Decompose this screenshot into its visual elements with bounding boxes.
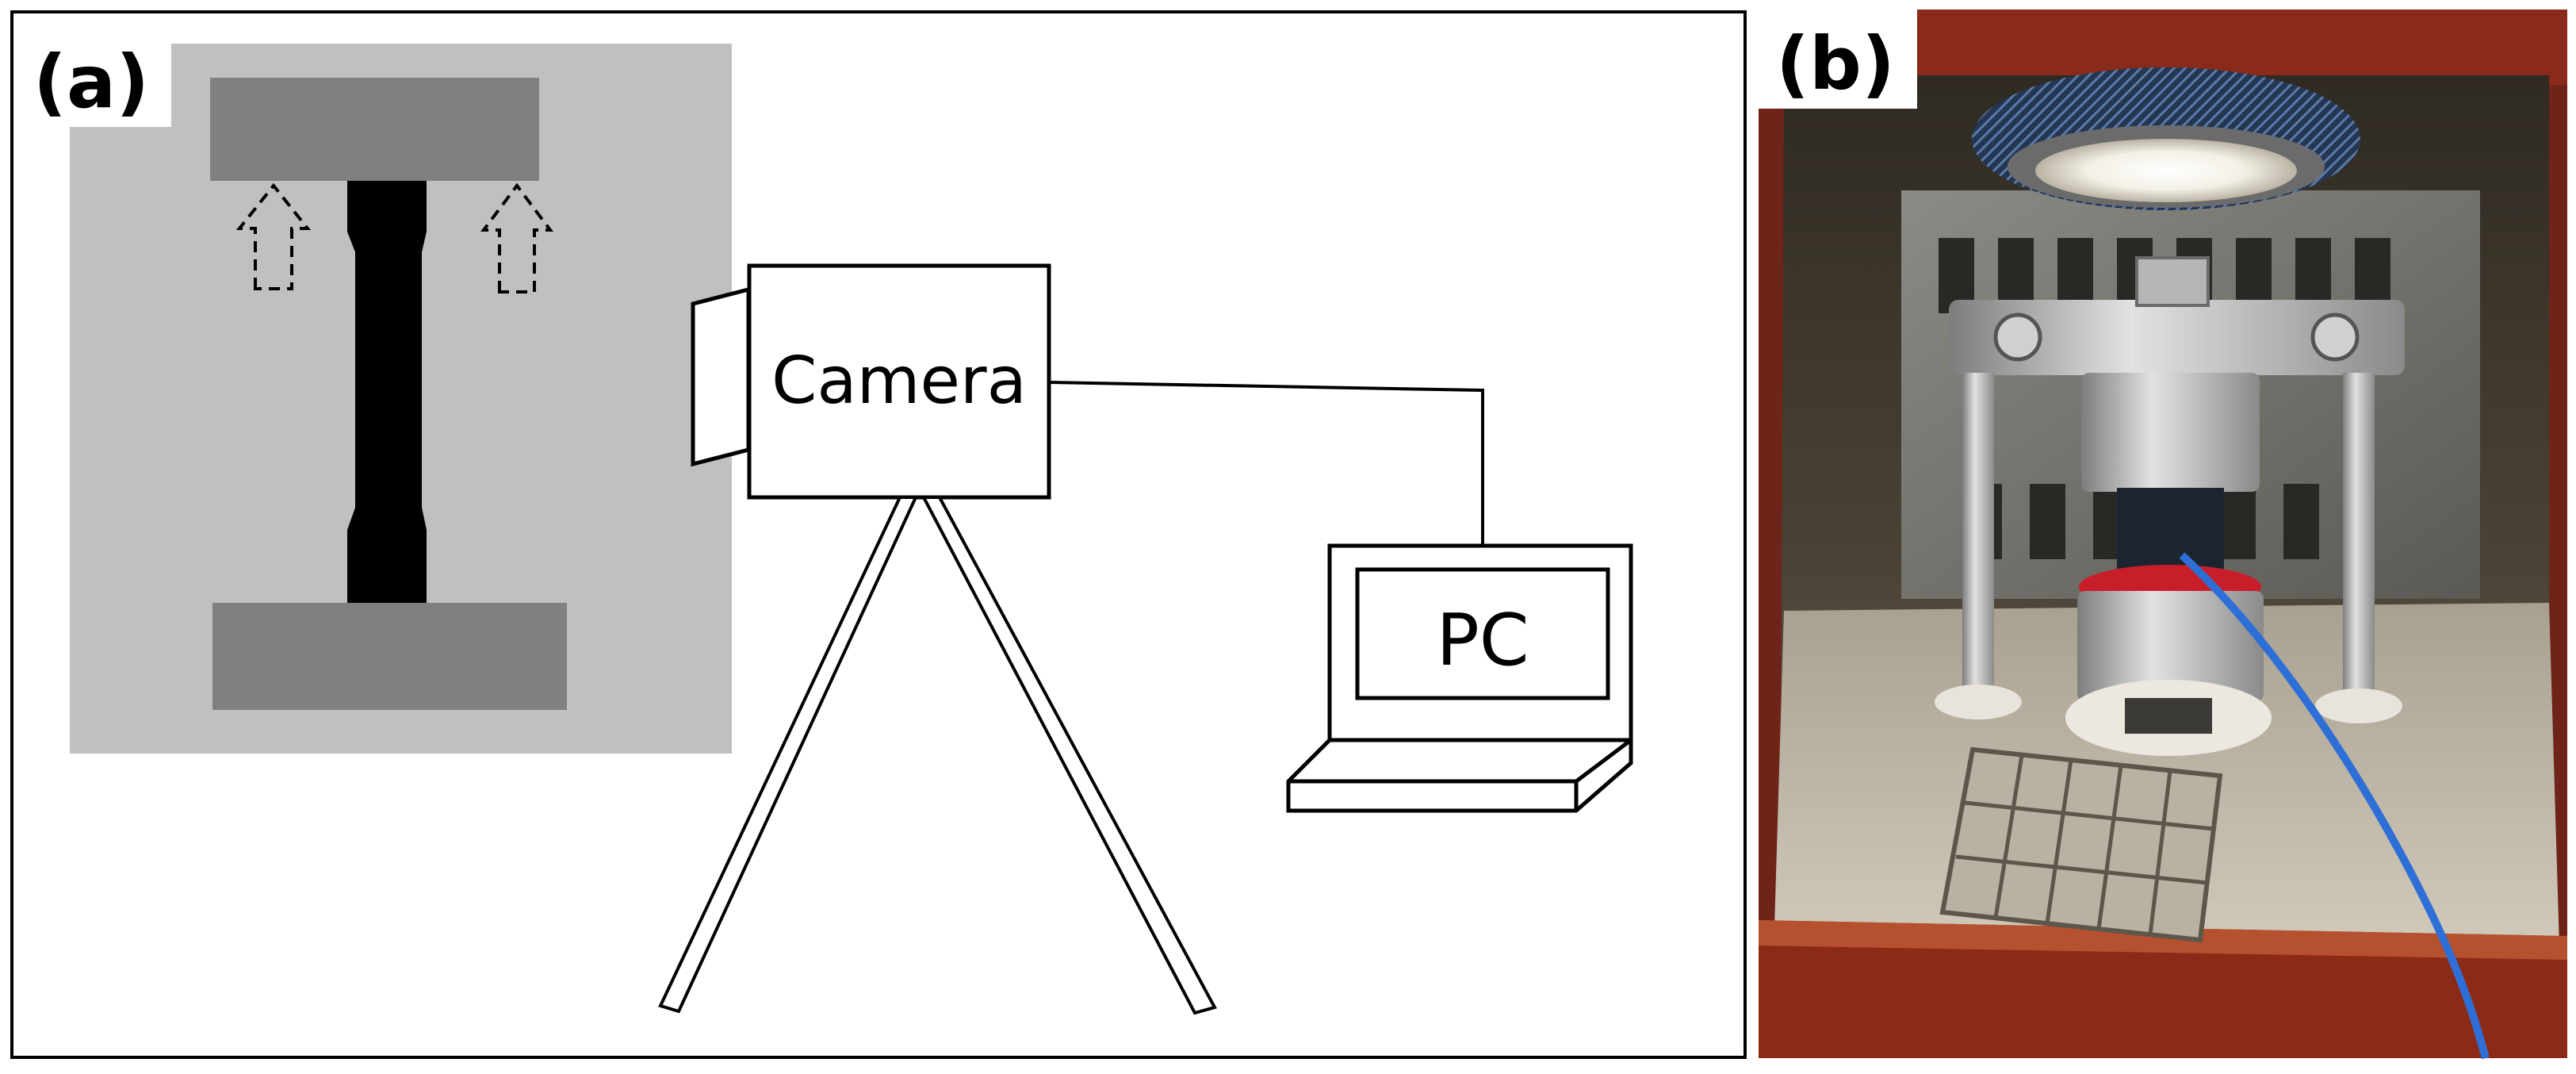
sample-basket-grid — [1955, 754, 2214, 935]
camera-label: Camera — [771, 343, 1027, 419]
sample-basket — [1939, 746, 2223, 943]
panel-a-label: (a) — [33, 40, 149, 125]
panel-a: (a) Camera PC — [10, 10, 1747, 1059]
panel-b-label-box — [1759, 10, 1917, 109]
enclosure-bottom-shine — [1759, 920, 2567, 960]
tensile-specimen — [347, 181, 427, 603]
panel-a-label-box — [16, 16, 171, 127]
left-column-base — [1935, 685, 2022, 719]
crosshead-bolt-left — [1993, 313, 2042, 362]
left-column — [1962, 373, 1994, 706]
load-arrow-right-icon — [480, 182, 553, 293]
laptop-keyboard-base — [1286, 738, 1633, 813]
lamp-light — [2035, 139, 2297, 202]
right-column — [2343, 373, 2375, 706]
load-arrow-left-icon — [235, 182, 312, 290]
tripod-right-leg — [921, 496, 1217, 1015]
lower-grip — [212, 603, 567, 710]
top-nut — [2135, 256, 2210, 307]
upper-fixture — [2081, 373, 2260, 492]
camera-body-icon — [747, 263, 1051, 500]
camera-lens-icon — [691, 286, 751, 467]
thermocouple-cable — [2179, 552, 2490, 1060]
lower-fixture-stem — [2125, 698, 2212, 734]
tripod-left-leg — [658, 496, 919, 1014]
upper-grip — [210, 78, 539, 181]
lower-fixture — [2077, 591, 2264, 702]
laptop-keyboard-corner — [1575, 738, 1632, 783]
panel-b-photo: (b) — [1759, 10, 2567, 1060]
camera-pc-cable — [1048, 381, 1484, 546]
panel-b-label: (b) — [1776, 21, 1895, 106]
laptop-screen-inner — [1355, 567, 1610, 700]
upper-crosshead — [1949, 300, 2405, 375]
crosshead-bolt-right — [2310, 313, 2360, 362]
right-column-base — [2315, 689, 2402, 723]
pc-label: PC — [1436, 599, 1529, 682]
